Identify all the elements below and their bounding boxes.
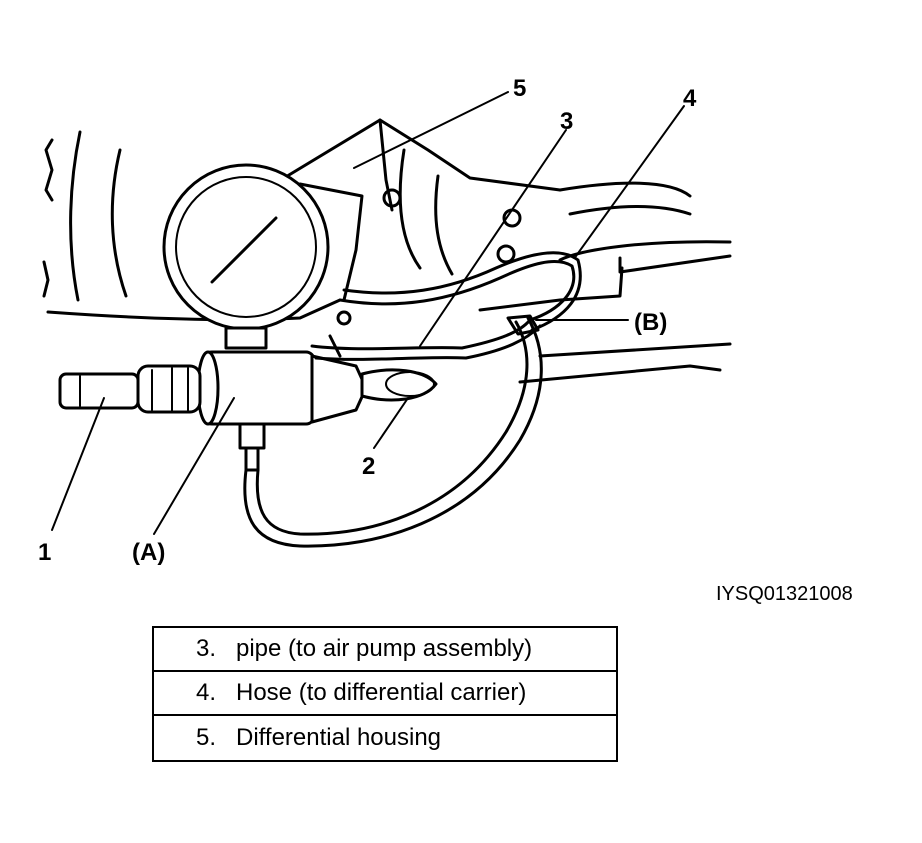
legend-number: 5. — [195, 724, 216, 751]
legend-text: pipe (to air pump assembly) — [236, 635, 533, 662]
lower-fitting — [238, 422, 266, 472]
legend-number: 3. — [195, 635, 216, 662]
tester-body — [136, 350, 368, 426]
image-code: IYSQ01321008 — [716, 583, 853, 605]
differential-housing — [42, 118, 732, 384]
callout-3: 3 — [560, 108, 573, 135]
callout-4: 4 — [683, 85, 697, 112]
lower-hose — [243, 316, 543, 548]
pressure-gauge — [162, 163, 330, 350]
leader-lines — [51, 91, 685, 535]
callout-1: 1 — [38, 539, 51, 566]
connector — [360, 368, 438, 402]
callout-A: (A) — [132, 539, 165, 566]
legend-number: 4. — [195, 679, 216, 706]
parts-legend-table: 3. pipe (to air pump assembly) 4. Hose (… — [152, 626, 618, 762]
legend-row: 5. Differential housing — [154, 716, 616, 760]
legend-text: Differential housing — [236, 724, 442, 751]
hose-to-differential-carrier — [338, 251, 582, 336]
legend-text: Hose (to differential carrier) — [236, 679, 527, 706]
legend-row: 3. pipe (to air pump assembly) — [154, 628, 616, 672]
callout-2: 2 — [362, 453, 375, 480]
callout-B: (B) — [634, 309, 667, 336]
callout-5: 5 — [513, 75, 526, 102]
legend-row: 4. Hose (to differential carrier) — [154, 672, 616, 716]
adapter — [58, 372, 140, 410]
pipe-to-air-pump — [310, 318, 542, 361]
